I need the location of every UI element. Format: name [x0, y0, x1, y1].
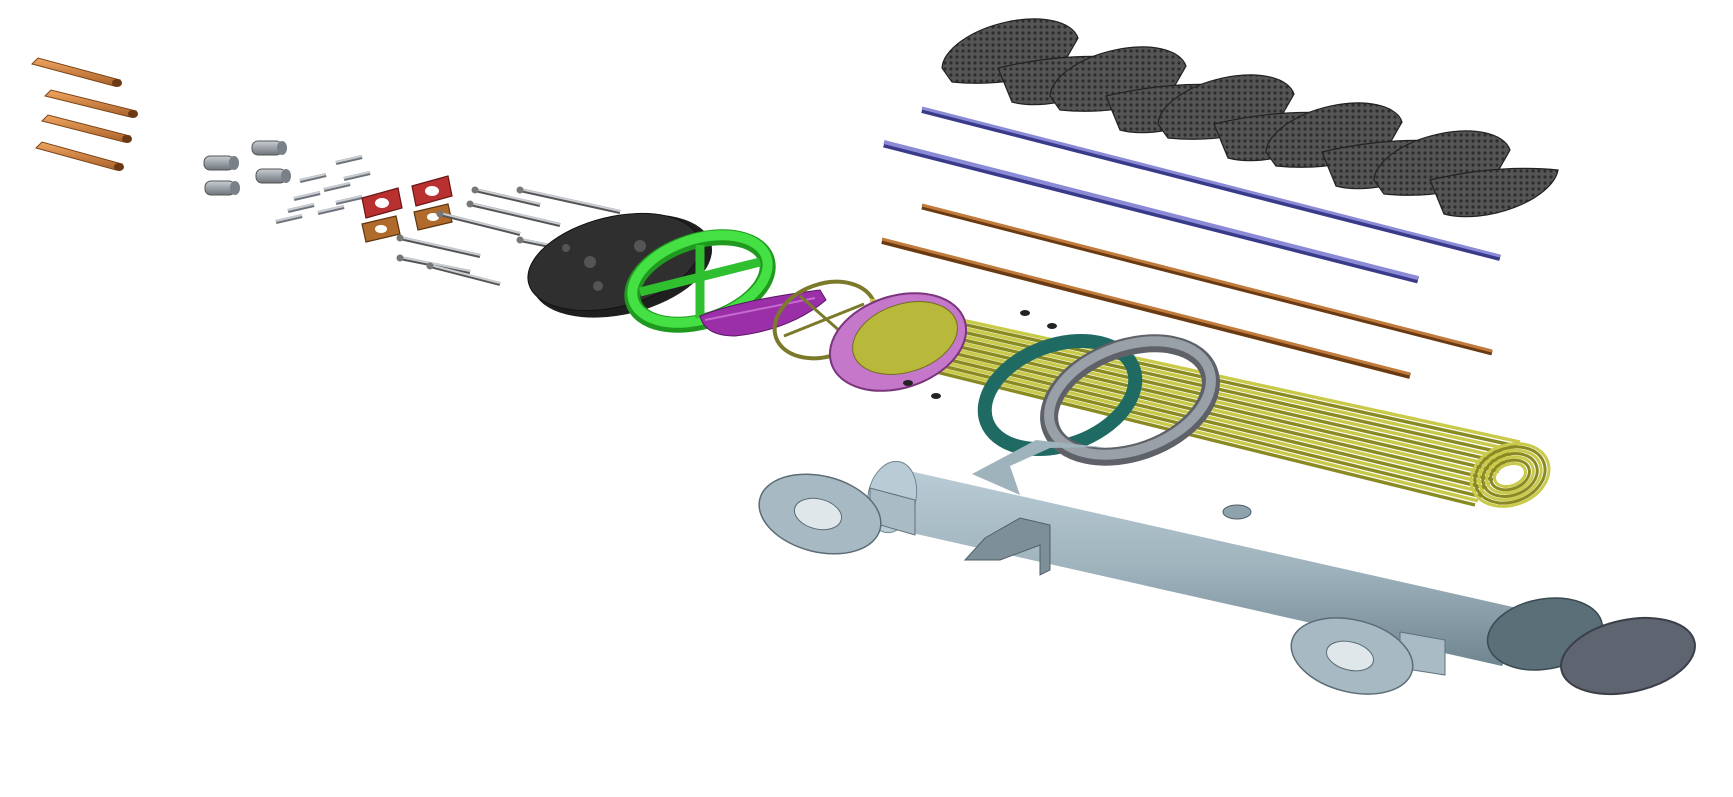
bushing-icon — [204, 180, 240, 196]
bushing-icon — [251, 140, 287, 156]
bolt-icon — [335, 195, 363, 205]
bolt-icon — [317, 205, 345, 215]
u-bend-icon — [1481, 452, 1539, 498]
tie-rods-group — [881, 106, 1501, 379]
tie-rod-icon — [883, 140, 1419, 284]
u-bend-icon — [1493, 461, 1527, 489]
bushing-icon — [255, 168, 291, 184]
copper-pipe-icon — [31, 57, 122, 87]
tube-icon — [869, 298, 1521, 444]
nozzle-block-red-icon — [411, 175, 453, 207]
tube-icon — [887, 336, 1494, 482]
bolt-icon — [275, 214, 303, 224]
pass-partition-icon — [699, 289, 827, 337]
tube-icon — [885, 331, 1497, 478]
shell-icon — [758, 440, 1604, 695]
u-bend-icon — [1489, 458, 1531, 492]
spacer-rod-icon — [881, 237, 1411, 379]
nut-icon — [1047, 323, 1057, 329]
u-bend-icon — [1485, 455, 1535, 495]
nozzle-block-brown-icon — [361, 215, 401, 243]
stud-bolt-icon — [426, 262, 501, 286]
stud-bolt-icon — [396, 234, 481, 258]
nozzle-block-brown-icon — [413, 203, 453, 231]
nozzle-blocks-group — [361, 175, 453, 243]
bolt-icon — [299, 173, 327, 183]
tube-icon — [871, 302, 1518, 448]
stud-bolt-icon — [396, 254, 471, 274]
loose-nuts-group — [903, 310, 1057, 399]
nut-icon — [903, 380, 913, 386]
tie-rod-icon — [921, 106, 1501, 261]
tubesheet-icon — [828, 292, 968, 392]
u-bend-icon — [1477, 448, 1543, 502]
end-cap-icon — [1560, 617, 1696, 695]
baffles-group — [941, 18, 1559, 218]
stud-bolt-icon — [436, 210, 521, 236]
u-bend-icon — [1473, 445, 1547, 505]
tube-icon — [877, 315, 1509, 461]
tube-bundle-icon — [869, 298, 1551, 508]
bushing-icon — [203, 155, 239, 171]
tube-icon — [883, 327, 1500, 474]
copper-pipe-icon — [44, 89, 138, 118]
tube-icon — [873, 306, 1515, 453]
u-bend-icon — [1469, 442, 1551, 508]
stud-bolt-icon — [471, 186, 541, 207]
tube-icon — [879, 319, 1506, 465]
gasket-icon — [977, 333, 1143, 457]
tube-icon — [875, 310, 1512, 457]
bolt-icon — [323, 182, 351, 192]
channel-cover-icon — [527, 212, 713, 318]
copper-pipe-icon — [41, 114, 132, 143]
copper-pipes-group — [31, 57, 138, 171]
bolt-icon — [287, 203, 315, 213]
nut-icon — [931, 393, 941, 399]
stud-bolt-icon — [516, 186, 621, 214]
spacer-rod-icon — [921, 203, 1493, 356]
nozzle-block-red-icon — [361, 187, 403, 219]
baffle-icon — [1429, 167, 1559, 218]
copper-pipe-icon — [35, 141, 124, 171]
tube-icon — [881, 323, 1503, 469]
flange-ring-icon — [1040, 334, 1220, 466]
nut-icon — [1020, 310, 1030, 316]
bolt-icon — [293, 191, 321, 201]
fittings-cluster — [203, 140, 371, 224]
bolt-icon — [343, 171, 371, 181]
stud-bolts-group — [396, 186, 621, 286]
stud-bolt-icon — [466, 200, 561, 227]
bolt-icon — [335, 155, 363, 165]
